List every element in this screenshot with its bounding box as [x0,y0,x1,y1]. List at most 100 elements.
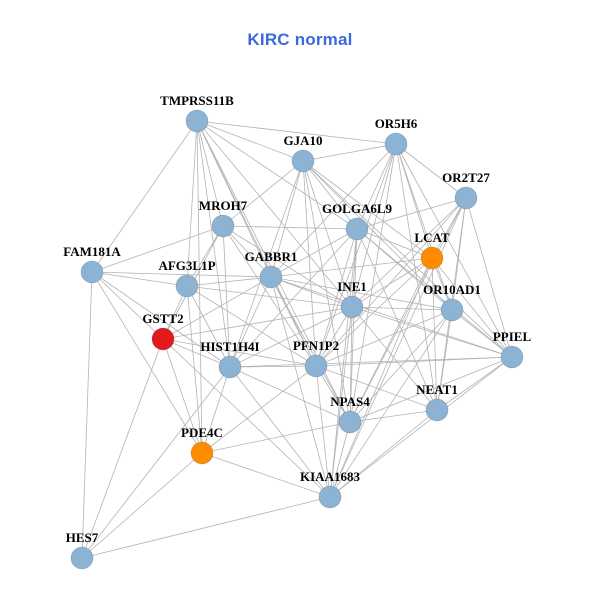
graph-node-label-INE1: INE1 [337,279,367,294]
graph-edge [91,271,272,278]
graph-edge [186,285,317,367]
graph-edge [349,197,467,423]
graph-edge [186,285,231,368]
graph-node-label-KIAA1683: KIAA1683 [300,469,360,484]
graph-edge [349,409,438,423]
graph-node-label-NEAT1: NEAT1 [416,382,458,397]
graph-edge [395,143,438,411]
graph-node-LCAT [420,246,444,270]
graph-edge [329,257,433,498]
graph-edge [315,365,438,411]
graph-node-GSTT2 [151,327,175,351]
graph-edge [270,276,353,308]
graph-edge [229,228,358,368]
graph-edge [81,271,93,559]
graph-edge [196,120,358,230]
graph-node-OR5H6 [384,132,408,156]
graph-edge [329,409,438,498]
graph-node-label-GOLGA6L9: GOLGA6L9 [322,201,393,216]
graph-edge [302,160,453,311]
chart-title: KIRC normal [247,30,353,49]
graph-edge [356,143,397,230]
graph-edge [302,160,513,358]
graph-edge [91,271,231,368]
graph-node-label-PPIEL: PPIEL [493,329,532,344]
graph-edge [270,276,331,498]
graph-edge [201,421,351,454]
graph-edge [302,143,397,162]
graph-node-label-FAM181A: FAM181A [63,244,121,259]
graph-node-PFN1P2 [304,354,328,378]
graph-edge [222,225,231,368]
graph-node-AFG3L1P [175,274,199,298]
graph-node-label-GSTT2: GSTT2 [142,311,183,326]
graph-edge [451,309,513,358]
graph-edge [270,276,351,423]
graph-edge [186,285,203,454]
graph-edge [349,356,513,423]
graph-edge [302,160,317,367]
graph-edge [270,276,317,367]
graph-edge [315,365,331,498]
graph-edge [431,257,438,411]
graph-node-HIST1H4I [218,355,242,379]
graph-edge [270,228,358,278]
graph-node-label-PDE4C: PDE4C [181,425,223,440]
graph-node-TMPRSS11B [185,109,209,133]
graph-edge [302,160,433,259]
graph-node-label-LCAT: LCAT [414,230,449,245]
graph-node-KIAA1683 [318,485,342,509]
graph-edge [81,338,164,559]
graph-edge [196,120,353,308]
graph-node-label-HIST1H4I: HIST1H4I [200,339,259,354]
graph-edge [329,309,453,498]
graph-edge [91,120,198,273]
graph-node-PPIEL [500,345,524,369]
graph-edge [436,356,513,411]
graph-edge [196,120,224,227]
graph-node-label-OR10AD1: OR10AD1 [423,282,481,297]
graph-edge [315,306,353,367]
graph-edge [222,225,317,367]
graph-edge [349,309,453,423]
graph-edge [91,271,164,340]
graph-edge [351,197,467,308]
graph-edge [162,338,231,368]
graph-edge [229,306,353,368]
graph-node-label-OR5H6: OR5H6 [375,116,418,131]
graph-edge [395,143,513,358]
graph-edge [229,366,351,423]
graph-node-label-MROH7: MROH7 [199,198,248,213]
graph-edge [465,197,513,358]
graph-edge [270,160,304,278]
graph-node-label-OR2T27: OR2T27 [442,170,490,185]
graph-edge [356,197,467,230]
graph-node-label-PFN1P2: PFN1P2 [293,338,339,353]
graph-edge [186,276,272,287]
graph-node-HES7 [70,546,94,570]
graph-edge [349,228,358,423]
graph-edge [356,228,433,259]
graph-edge [329,306,353,498]
graph-node-PDE4C [190,441,214,465]
graph-node-label-NPAS4: NPAS4 [330,394,370,409]
graph-edge [315,257,433,367]
graph-edge [315,356,513,367]
graph-node-GOLGA6L9 [345,217,369,241]
graph-edge [395,143,453,311]
graph-edge [162,338,203,454]
graph-edge [229,356,513,368]
graph-edge [196,120,397,145]
graph-edge [222,160,304,227]
graph-edge [349,257,433,423]
graph-edge [201,365,317,454]
graph-edge [201,452,331,498]
graph-node-GABBR1 [259,265,283,289]
graph-edge [186,225,224,287]
graph-node-NPAS4 [338,410,362,434]
graph-edge [91,271,188,287]
graph-edge [302,160,353,308]
graph-edge [222,225,353,308]
